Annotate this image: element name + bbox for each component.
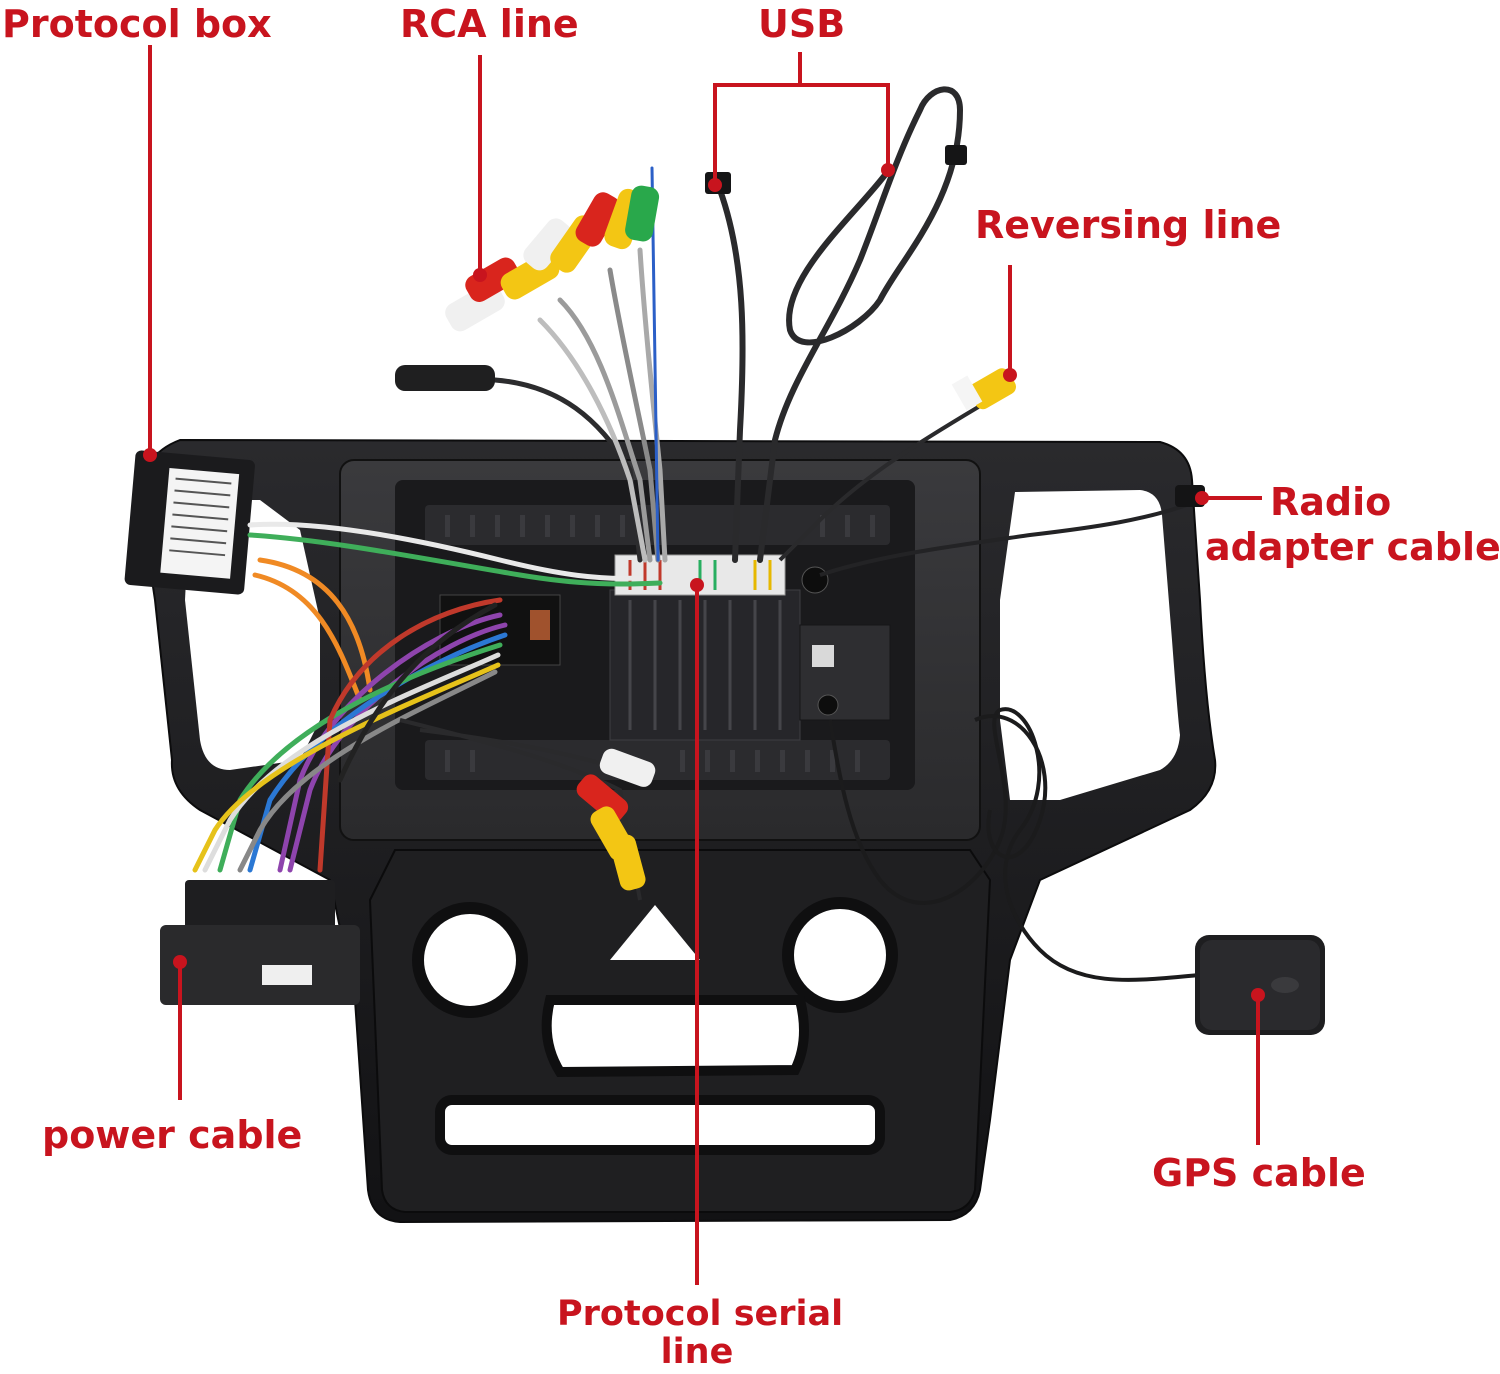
label-reversing-line: Reversing line	[975, 203, 1282, 247]
gps-antenna-icon	[828, 707, 1325, 1035]
usb-connector-icon	[705, 86, 967, 563]
label-gps-cable: GPS cable	[1152, 1151, 1366, 1195]
radio-back-panel	[339, 459, 981, 841]
label-protocol-serial-line1: Protocol serial	[557, 1294, 844, 1334]
label-protocol-box: Protocol box	[2, 2, 272, 46]
rca-lower-pair	[399, 718, 656, 901]
label-protocol-serial-line2: line	[660, 1332, 734, 1372]
label-radio-line2: adapter cable	[1205, 525, 1500, 569]
callout-usb-branch	[713, 83, 890, 185]
label-usb: USB	[758, 2, 846, 46]
ac-bezel	[368, 849, 992, 1213]
wire-harness	[192, 521, 663, 873]
label-rca-line: RCA line	[400, 2, 579, 46]
label-power-cable: power cable	[42, 1113, 303, 1157]
callout-lines	[143, 45, 1265, 1285]
rca-cable-bundle	[492, 166, 668, 563]
rca-connector-icon	[395, 185, 660, 391]
protocol-box-icon	[124, 450, 255, 595]
label-radio-line1: Radio	[1270, 480, 1392, 524]
power-harness-icon	[160, 880, 360, 1005]
